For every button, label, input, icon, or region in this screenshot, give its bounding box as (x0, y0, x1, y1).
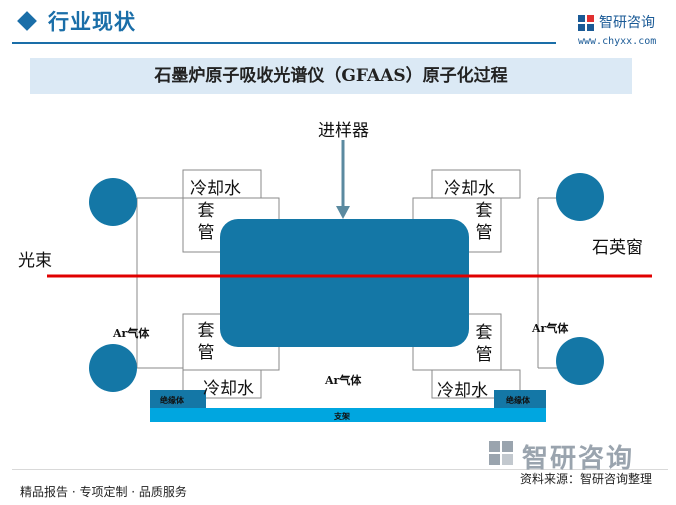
window-circle-bottom-right (556, 337, 604, 385)
support-bar (150, 408, 546, 422)
title-banner (30, 58, 632, 94)
inlet-arrow-head (336, 206, 350, 219)
brand-url: www.chyxx.com (578, 36, 657, 47)
sleeve-label-bottom-right: 套管 (475, 323, 493, 365)
section-title: 行业现状 (48, 10, 136, 34)
footer-source: 资料来源：智研咨询整理 (520, 472, 653, 486)
argon-label-right: Ar气体 (532, 322, 569, 335)
window-circle-bottom-left (89, 344, 137, 392)
brand-name: 智研咨询 (599, 15, 655, 31)
graphite-furnace-body (220, 219, 469, 347)
insulator-label-right: 绝缘体 (506, 396, 530, 405)
diagram-title: 石墨炉原子吸收光谱仪（GFAAS）原子化过程 (154, 66, 508, 86)
cooling-water-label-bottom-right: 冷却水 (437, 381, 488, 401)
inlet-label: 进样器 (318, 121, 369, 141)
support-label: 支架 (334, 412, 350, 421)
window-circle-top-right (556, 173, 604, 221)
header-divider (12, 42, 556, 44)
sleeve-label-top-right: 套管 (475, 201, 493, 243)
footer-divider (12, 469, 668, 470)
window-circle-top-left (89, 178, 137, 226)
footer-slogan: 精品报告 · 专项定制 · 品质服务 (20, 485, 187, 499)
cooling-water-label-bottom-left: 冷却水 (203, 379, 254, 399)
footer-brand-name: 智研咨询 (522, 444, 635, 474)
quartz-window-label: 石英窗 (592, 238, 643, 258)
sleeve-label-bottom-left: 套管 (197, 321, 215, 363)
insulator-right (494, 390, 546, 408)
argon-label-left: Ar气体 (113, 327, 150, 340)
footer-brand-icon (489, 441, 513, 465)
brand-logo-icon (578, 15, 594, 31)
sleeve-label-top-left: 套管 (197, 201, 215, 243)
insulator-label-left: 绝缘体 (160, 396, 184, 405)
beam-label: 光束 (18, 251, 52, 271)
insulator-left (150, 390, 206, 408)
cooling-water-label-top-right: 冷却水 (444, 179, 495, 199)
argon-label-center: Ar气体 (325, 374, 362, 387)
cooling-water-label-top-left: 冷却水 (190, 179, 241, 199)
